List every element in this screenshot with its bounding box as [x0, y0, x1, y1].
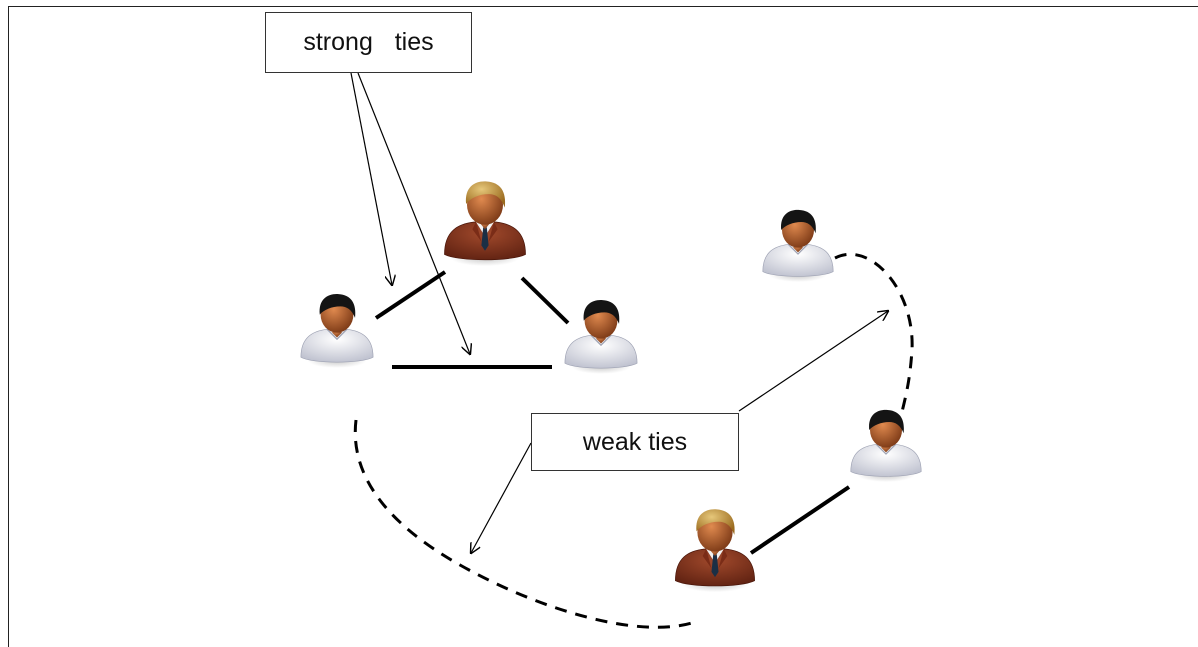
person-center-right-icon [564, 299, 638, 375]
strong-ties-text: strong ties [303, 28, 434, 56]
weak-ties-arrow-down [471, 442, 532, 553]
person-bottom-center-icon [674, 508, 756, 593]
strong-ties-label: strong ties [265, 12, 472, 73]
weak-tie-right-arc [834, 252, 914, 413]
person-bottom-right-icon [850, 409, 922, 483]
diagram-frame [8, 6, 1198, 647]
weak-ties-text: weak ties [582, 427, 688, 456]
strong-ties-arrow-2 [357, 72, 470, 354]
person-left-icon [300, 293, 374, 369]
person-top-right-icon [762, 209, 834, 283]
strong-ties-arrow-1 [350, 72, 392, 285]
weak-ties-arrow-up [738, 311, 888, 412]
strong-tie-bottom-pair [749, 485, 851, 555]
weak-ties-label: weak ties [531, 413, 739, 471]
person-top-center-icon [444, 180, 526, 267]
weak-tie-left-bottom [353, 419, 696, 629]
strong-tie-top-right [520, 276, 570, 325]
strong-tie-left-top [374, 270, 447, 320]
